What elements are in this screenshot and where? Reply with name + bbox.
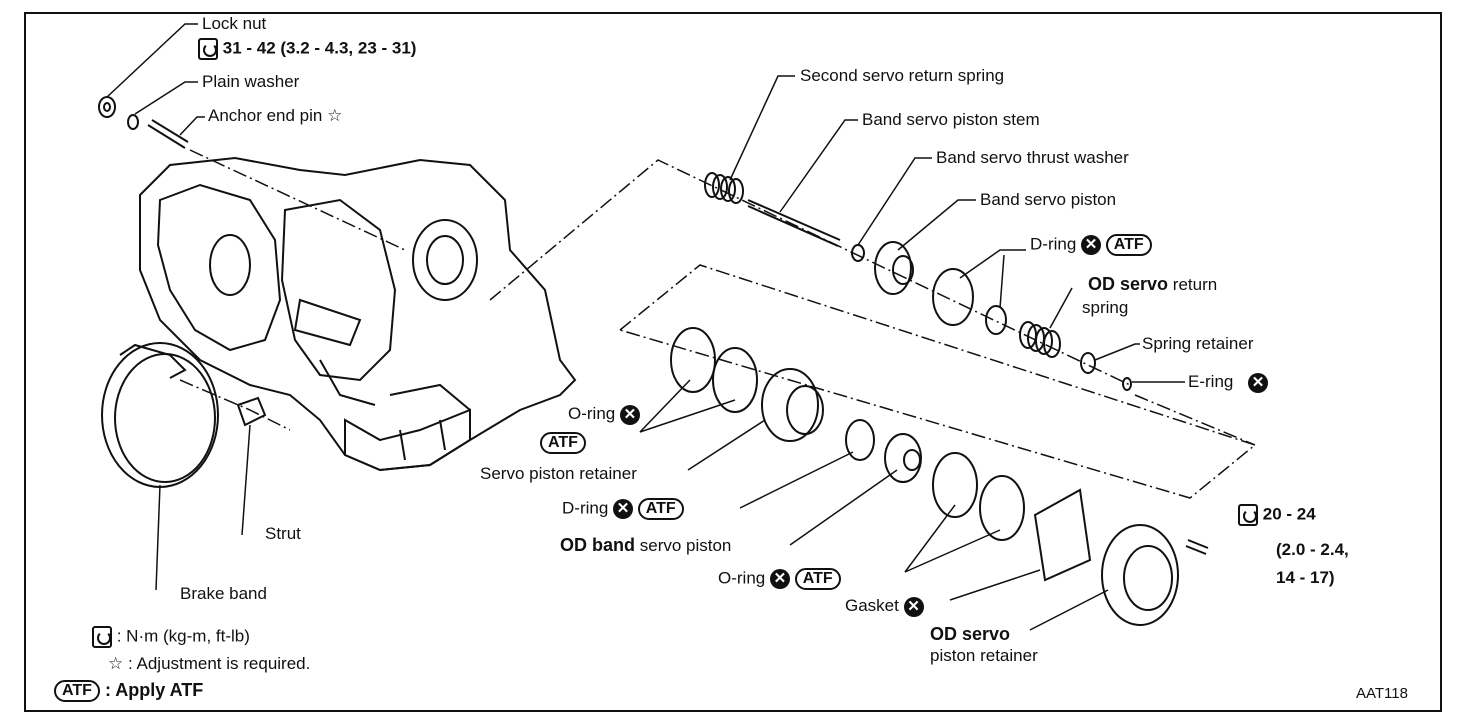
od-servo-piston-retainer-drawing: [1101, 524, 1179, 626]
band-servo-piston-stem-drawing: [747, 199, 841, 247]
o-ring-lower-row: O-ring ✕ ATF: [718, 568, 841, 590]
o-ring-lower-label: O-ring: [718, 568, 766, 588]
replace-x-icon: ✕: [1248, 372, 1269, 393]
atf-icon: ATF: [54, 680, 100, 703]
replace-x-icon: ✕: [1081, 235, 1102, 255]
torque-wrench-icon: [1238, 504, 1258, 526]
o-ring-upper-label: O-ring: [568, 404, 616, 423]
legend-atf: ATF : Apply ATF: [54, 680, 204, 703]
diagram-frame: [24, 12, 1442, 712]
gasket-drawing: [1033, 488, 1092, 582]
d-ring-c-drawing: [845, 419, 875, 461]
anchor-end-pin-label: Anchor end pin: [208, 106, 323, 125]
replace-x-icon: ✕: [903, 596, 924, 617]
second-servo-return-spring-label: Second servo return spring: [800, 66, 1005, 85]
od-servo-bolt-drawing: [1185, 539, 1209, 555]
bolt-torque-row-1: 20 - 24: [1238, 504, 1316, 526]
o-ring-a-drawing: [670, 327, 716, 393]
replace-x-icon: ✕: [613, 499, 634, 519]
figure-code: AAT118: [1356, 685, 1408, 702]
band-servo-thrust-washer-label: Band servo thrust washer: [936, 148, 1129, 167]
star-icon: ☆: [327, 106, 343, 125]
od-servo-return-spring-drawing: [1019, 321, 1061, 358]
lock-nut-label: Lock nut: [202, 14, 267, 33]
bolt-torque-value-3: 14 - 17): [1276, 568, 1335, 587]
o-ring-b-drawing: [712, 347, 758, 413]
plain-washer-drawing: [127, 114, 139, 130]
od-band-servo-piston-row: OD band servo piston: [560, 535, 731, 556]
band-servo-piston-label: Band servo piston: [980, 190, 1117, 209]
plain-washer-label: Plain washer: [202, 72, 300, 91]
o-ring-c-drawing: [932, 452, 978, 518]
d-ring-large-drawing: [932, 268, 974, 326]
replace-x-icon: ✕: [769, 569, 790, 589]
d-ring-upper-label: D-ring: [1030, 234, 1077, 254]
od-servo-return-row: OD servo return: [1088, 274, 1217, 295]
spring-retainer-label: Spring retainer: [1142, 334, 1254, 353]
d-ring-lower-row: D-ring ✕ ATF: [562, 498, 684, 520]
servo-piston-retainer-drawing: [761, 368, 824, 442]
od-band-servo-piston-drawing: [884, 433, 922, 483]
o-ring-upper-row: O-ring ✕: [568, 404, 640, 425]
lock-nut-drawing: [98, 96, 116, 118]
legend-torque-text: : N·m (kg-m, ft-lb): [116, 626, 250, 646]
o-ring-d-drawing: [979, 475, 1025, 541]
assembly-lines: [179, 149, 1257, 499]
bolt-torque-value-1: 20 - 24: [1262, 504, 1316, 524]
e-ring-row: E-ring ✕: [1188, 372, 1269, 393]
od-band-bold-label: OD band: [560, 535, 635, 555]
d-ring-upper-row: D-ring ✕ ATF: [1030, 234, 1152, 256]
legend-adjustment: ☆ : Adjustment is required.: [108, 654, 310, 674]
od-servo-return-label: return: [1172, 275, 1218, 294]
od-servo-bold-label: OD servo: [1088, 274, 1169, 294]
atf-icon: ATF: [637, 498, 684, 520]
brake-band-drawing: [101, 342, 219, 488]
second-servo-return-spring-drawing: [704, 172, 744, 204]
atf-icon: ATF: [1105, 234, 1152, 256]
o-ring-upper-atf: ATF: [540, 432, 586, 454]
lock-nut-torque-row: 31 - 42 (3.2 - 4.3, 23 - 31): [198, 38, 416, 60]
d-ring-small-drawing: [985, 305, 1007, 335]
band-servo-piston-drawing: [874, 241, 914, 295]
spring-retainer-drawing: [1080, 352, 1096, 374]
star-icon: ☆: [108, 654, 124, 673]
torque-wrench-icon: [198, 38, 218, 60]
replace-x-icon: ✕: [619, 404, 640, 425]
torque-wrench-icon: [92, 626, 112, 648]
lock-nut-torque-value: 31 - 42 (3.2 - 4.3, 23 - 31): [222, 38, 417, 58]
od-servo-retainer-label-2: piston retainer: [930, 646, 1038, 665]
bolt-torque-value-2: (2.0 - 2.4,: [1276, 540, 1349, 559]
strut-label: Strut: [265, 524, 301, 543]
e-ring-drawing: [1122, 377, 1132, 391]
transmission-case: [139, 156, 577, 472]
e-ring-label: E-ring: [1188, 372, 1234, 391]
legend-torque: : N·m (kg-m, ft-lb): [92, 626, 250, 648]
atf-icon: ATF: [540, 432, 586, 454]
legend-atf-text: : Apply ATF: [104, 680, 204, 700]
band-servo-piston-stem-label: Band servo piston stem: [862, 110, 1040, 129]
d-ring-lower-label: D-ring: [562, 498, 609, 518]
strut-drawing: [236, 396, 267, 427]
legend-adjustment-text: : Adjustment is required.: [127, 654, 311, 673]
brake-band-label: Brake band: [180, 584, 267, 603]
servo-piston-retainer-label: Servo piston retainer: [480, 464, 637, 483]
od-band-servo-piston-label: servo piston: [639, 536, 732, 555]
od-servo-retainer-label-1: OD servo: [930, 624, 1011, 644]
leader-lines: [106, 23, 1185, 631]
anchor-end-pin-drawing: [147, 119, 189, 149]
atf-icon: ATF: [794, 568, 841, 590]
gasket-row: Gasket ✕: [845, 596, 924, 617]
gasket-label: Gasket: [845, 596, 899, 615]
anchor-end-pin-row: Anchor end pin ☆: [208, 106, 342, 126]
od-servo-spring-label: spring: [1082, 298, 1129, 317]
